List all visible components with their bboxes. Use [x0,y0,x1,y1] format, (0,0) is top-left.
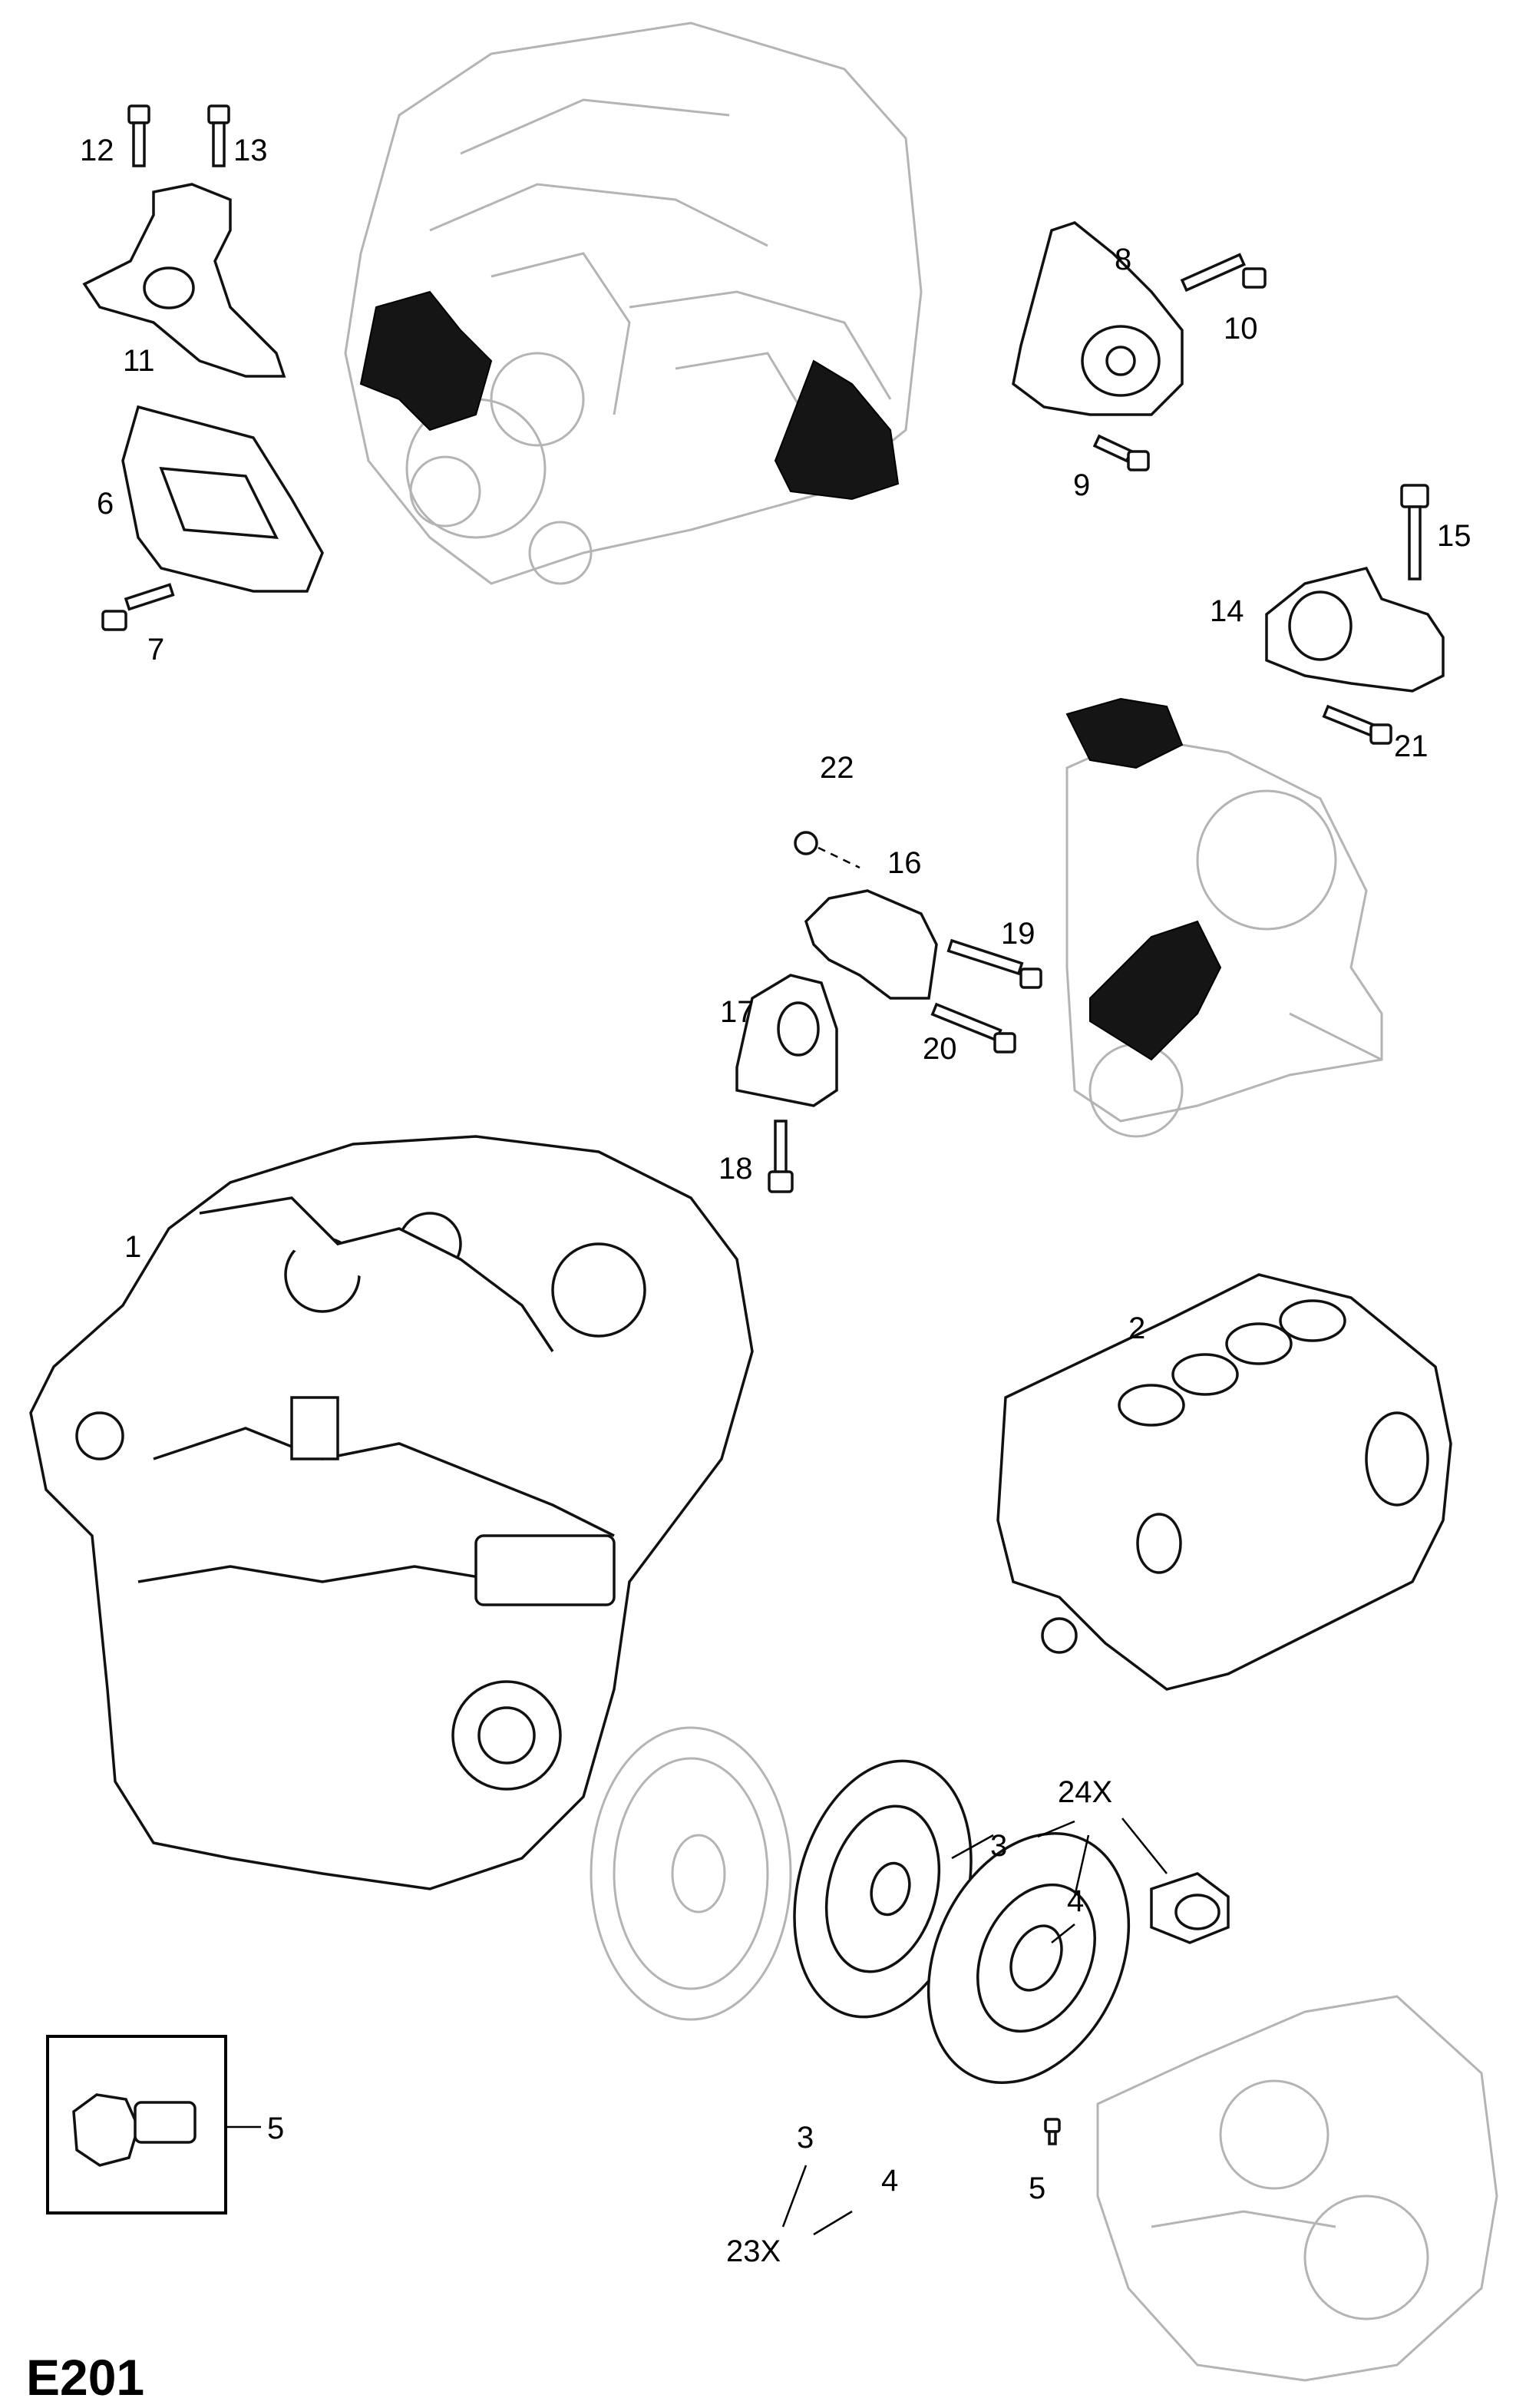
callout-19: 19 [1001,917,1036,951]
ghost-gearbox-bottom [1096,1995,1498,2382]
callout-8: 8 [1115,243,1132,276]
callout-13: 13 [233,134,268,167]
callout-18: 18 [718,1152,753,1186]
callout-2: 2 [1128,1312,1146,1345]
callout-20: 20 [923,1032,957,1066]
callout-4-bottom: 4 [881,2164,899,2198]
bracket-16 [804,889,938,1000]
callout-5-box: 5 [267,2112,285,2145]
callout-10: 10 [1224,312,1258,346]
callout-9: 9 [1073,468,1091,502]
bolt-7 [101,583,175,631]
bolt-20 [930,1002,1016,1054]
bolt-12 [127,104,150,167]
callout-5-bottom: 5 [1029,2172,1046,2205]
callout-23x: 23X [726,2234,781,2268]
clutch-disc-3 [793,1759,973,2019]
page-code: E201 [26,2349,145,2406]
engine-assembly-1 [29,1135,754,1890]
bolt-13 [207,104,230,167]
engine-block-2 [996,1273,1452,1691]
callout-6: 6 [97,487,114,521]
bolt-18 [768,1120,794,1193]
mount-highlight-gearbox-mid [1089,920,1222,1061]
bolt-19 [946,938,1042,989]
mount-highlight-right [774,359,900,501]
callout-7: 7 [147,633,165,666]
release-bearing [1150,1872,1230,1944]
callout-17: 17 [720,995,755,1029]
flange-bolt-5 [72,2093,197,2167]
mount-highlight-gearbox-top [1065,697,1184,769]
callout-16: 16 [887,846,922,880]
callout-4-top: 4 [1067,1884,1085,1918]
washer-22 [794,831,818,855]
bolt-10 [1180,253,1267,293]
callout-3-top: 3 [990,1829,1008,1863]
bolt-21 [1322,704,1392,745]
callout-22: 22 [820,751,854,785]
ghost-flywheel [590,1726,792,2021]
callout-12: 12 [80,134,114,167]
callout-3-bottom: 3 [797,2121,814,2155]
screw-5-small [1044,2118,1061,2145]
callout-24x: 24X [1058,1775,1113,1809]
bolt-9 [1092,434,1150,471]
callout-14: 14 [1210,594,1244,628]
ghost-gearbox-center [1065,736,1383,1138]
callout-1: 1 [124,1230,142,1264]
callout-15: 15 [1437,519,1472,553]
callout-21: 21 [1394,729,1429,763]
mount-highlight-left [359,290,493,432]
pressure-plate-4 [926,1832,1131,2084]
callout-11: 11 [123,344,155,378]
bolt-15 [1400,484,1429,580]
